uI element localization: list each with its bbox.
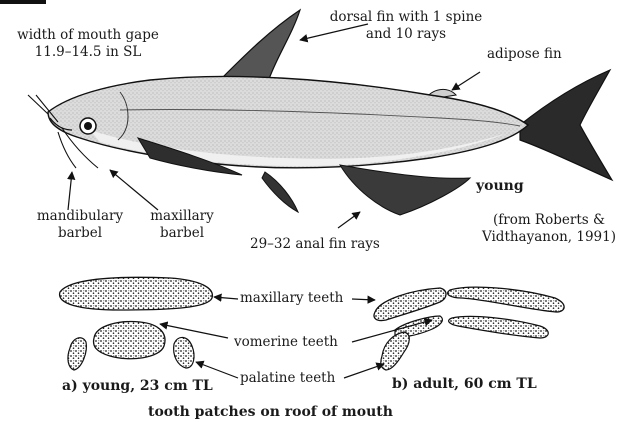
mandibulary-barbel-label: mandibulary barbel <box>20 208 140 242</box>
caudal-fin <box>520 70 612 180</box>
adult-vomerine-right <box>449 316 549 338</box>
adipose-fin-label: adipose fin <box>487 46 562 63</box>
adult-caption: b) adult, 60 cm TL <box>392 376 537 393</box>
mouth-gape-label: width of mouth gape 11.9–14.5 in SL <box>8 27 168 61</box>
adult-palatine-patch <box>381 332 409 370</box>
adult-maxillary-left <box>374 288 446 321</box>
palatine-teeth-label: palatine teeth <box>240 370 335 387</box>
fish-body <box>48 76 528 167</box>
dorsal-fin <box>222 10 300 82</box>
maxillary-teeth-label: maxillary teeth <box>240 290 343 307</box>
corner-mark <box>0 0 46 4</box>
adult-maxillary-right <box>448 287 564 312</box>
dorsal-fin-label: dorsal fin with 1 spine and 10 rays <box>306 9 506 43</box>
young-palatine-left <box>68 338 86 370</box>
anal-fin-label: 29–32 anal fin rays <box>250 236 380 253</box>
mandibulary-barbel-drawing <box>58 132 76 168</box>
young-label: young <box>476 178 524 195</box>
young-maxillary-patch <box>60 277 213 310</box>
young-caption: a) young, 23 cm TL <box>62 378 213 395</box>
pelvic-fin <box>262 172 298 212</box>
maxillary-barbel-label: maxillary barbel <box>132 208 232 242</box>
credit-label: (from Roberts & Vidthayanon, 1991) <box>466 212 632 246</box>
young-vomerine-patch <box>94 322 165 359</box>
young-palatine-right <box>174 337 194 368</box>
vomerine-teeth-label: vomerine teeth <box>234 334 338 351</box>
bottom-caption: tooth patches on roof of mouth <box>148 404 393 421</box>
anal-fin <box>340 165 470 215</box>
